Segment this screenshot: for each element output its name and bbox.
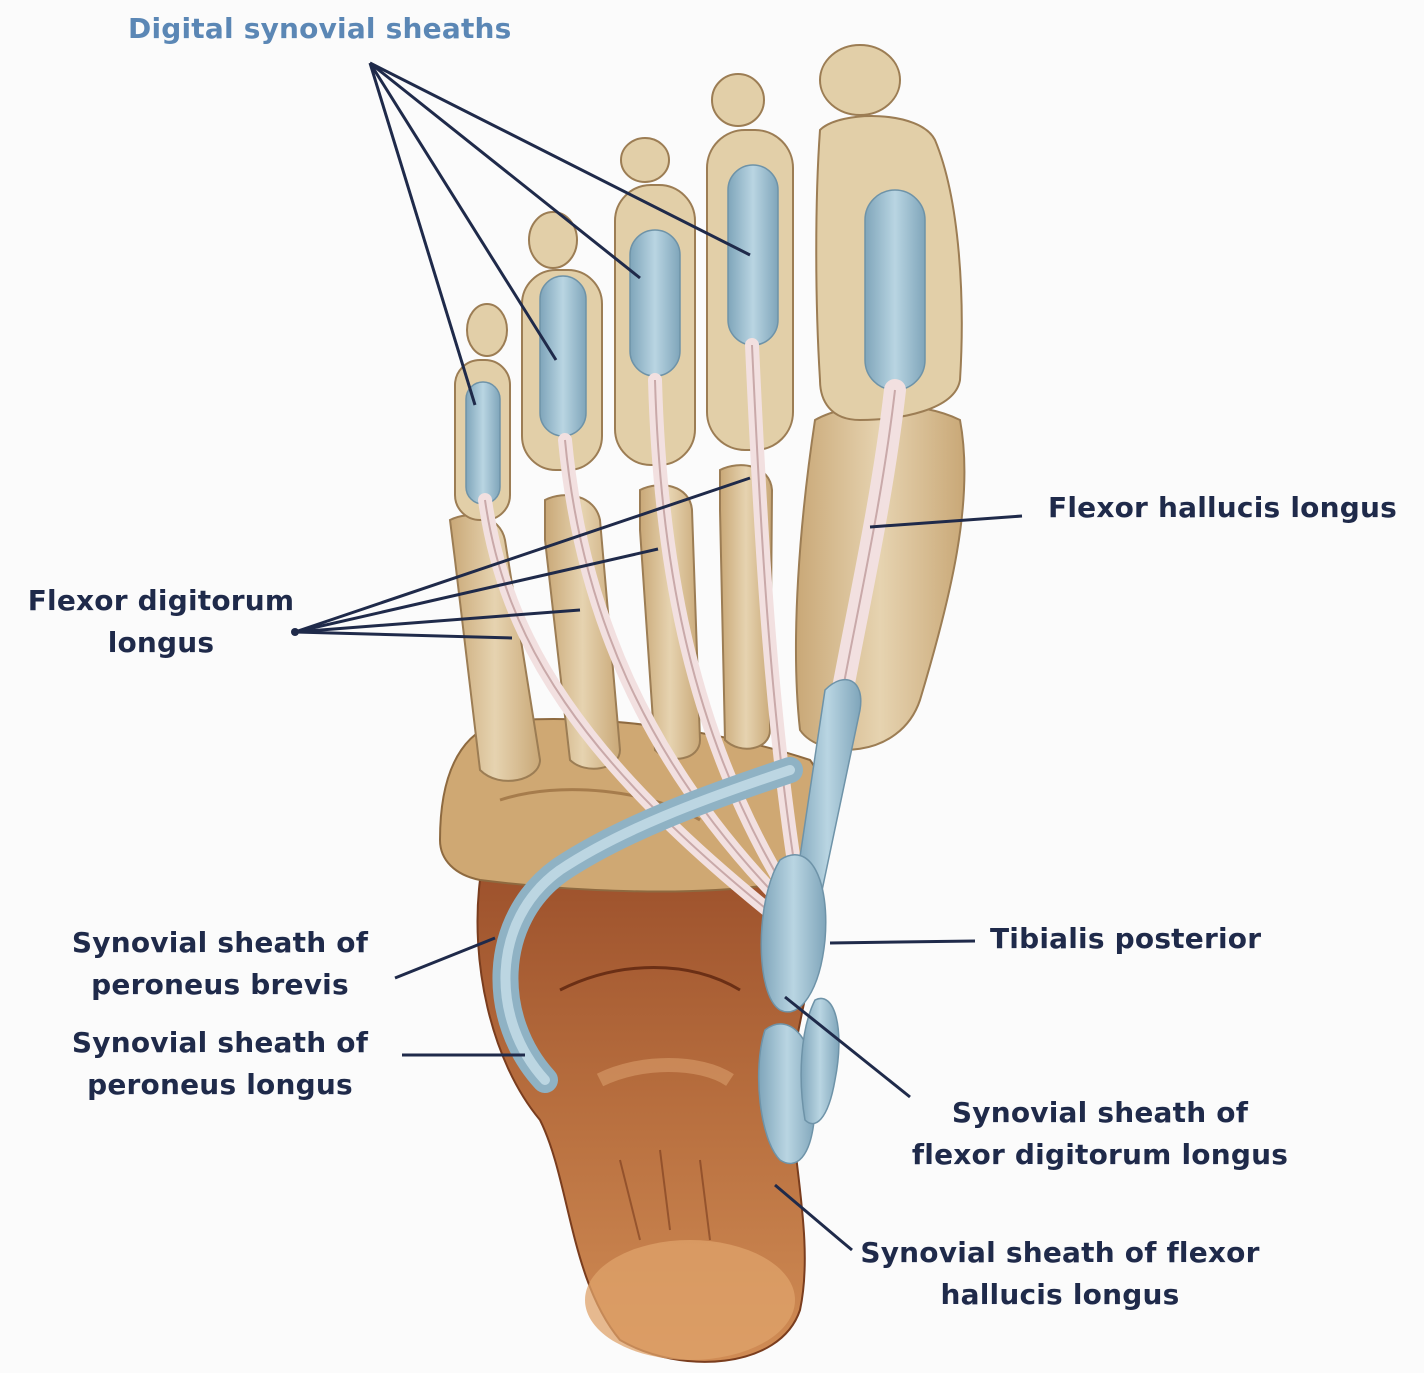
label-spl-line1: Synovial sheath of [40, 1022, 400, 1064]
label-digital-synovial-sheaths: Digital synovial sheaths [128, 8, 512, 50]
label-sfdl-line2: flexor digitorum longus [880, 1134, 1320, 1176]
label-spb-line1: Synovial sheath of [40, 922, 400, 964]
label-sfdl-line1: Synovial sheath of [880, 1092, 1320, 1134]
label-tibialis-posterior: Tibialis posterior [990, 918, 1261, 960]
label-spl-line2: peroneus longus [40, 1064, 400, 1106]
label-sfhl-line1: Synovial sheath of flexor [850, 1232, 1270, 1274]
label-sheath-fhl: Synovial sheath of flexor hallucis longu… [850, 1232, 1270, 1316]
label-flexor-hallucis-longus: Flexor hallucis longus [1048, 487, 1397, 529]
label-sheath-peroneus-brevis: Synovial sheath of peroneus brevis [40, 922, 400, 1006]
label-flexor-digitorum-longus: Flexor digitorum longus [6, 580, 316, 664]
label-spb-line2: peroneus brevis [40, 964, 400, 1006]
label-fdl-line2: longus [6, 622, 316, 664]
label-sfhl-line2: hallucis longus [850, 1274, 1270, 1316]
label-fdl-line1: Flexor digitorum [6, 580, 316, 622]
label-sheath-peroneus-longus: Synovial sheath of peroneus longus [40, 1022, 400, 1106]
label-sheath-fdl: Synovial sheath of flexor digitorum long… [880, 1092, 1320, 1176]
